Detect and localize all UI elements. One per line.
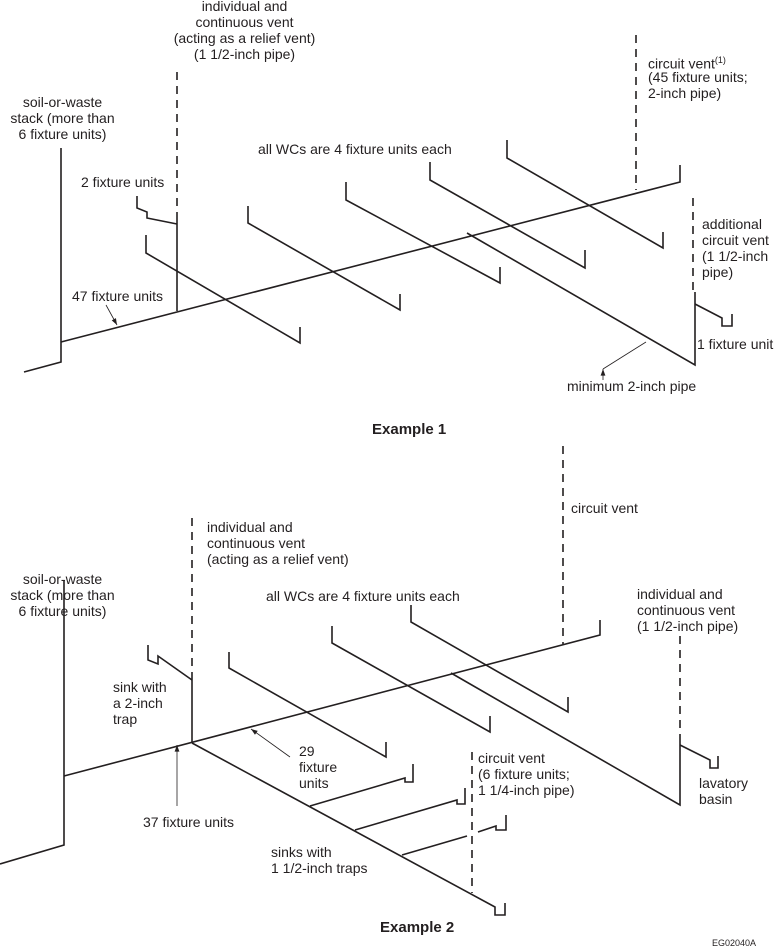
ex1-relief-vent-label: individual and continuous vent (acting a… xyxy=(173,0,316,62)
ex1-circuit-vent-label: circuit vent(1) xyxy=(648,52,726,72)
example-1-piping xyxy=(23,35,733,380)
ex2-stack xyxy=(0,580,65,865)
ex2-relief-vent-label: individual and continuous vent (acting a… xyxy=(207,519,349,567)
ex1-circuit-vent-name: circuit vent xyxy=(648,55,715,72)
ex2-37-fixture-units-label: 37 fixture units xyxy=(143,814,235,830)
ex1-min-pipe-leader-head xyxy=(600,369,606,376)
ex1-wc-4 xyxy=(429,162,586,270)
ex1-stack-label: soil-or-waste stack (more than 6 fixture… xyxy=(10,94,115,142)
ex2-sink-2in-arm xyxy=(147,645,193,681)
ex1-wc-2 xyxy=(247,206,401,312)
ex1-47-fixture-units-label: 47 fixture units xyxy=(72,288,164,304)
ex1-two-fixture-units-label: 2 fixture units xyxy=(81,174,165,190)
ex1-additional-vent-label: additional circuit vent (1 1/2-inch pipe… xyxy=(702,216,769,280)
example-2-piping xyxy=(0,446,719,916)
ex1-circuit-vent-footnote: (1) xyxy=(714,55,726,65)
figure-code: EG02040A xyxy=(712,938,757,948)
ex1-wc-1 xyxy=(145,235,301,345)
ex2-sink-arm-1 xyxy=(309,764,414,807)
ex2-horizontal-branch xyxy=(63,620,601,777)
ex2-sink-2in-label: sink with a 2-inch trap xyxy=(113,679,167,727)
ex2-lav-vent-label: individual and continuous vent (1 1/2-in… xyxy=(637,586,739,634)
ex1-stack xyxy=(23,148,62,373)
ex1-horizontal-branch xyxy=(60,165,681,343)
ex2-sinks-label: sinks with 1 1/2-inch traps xyxy=(271,844,368,876)
ex2-circuit-vent-label: circuit vent xyxy=(571,500,638,516)
ex2-wc-1 xyxy=(228,652,387,759)
ex1-wc-5 xyxy=(506,140,664,250)
ex2-sink-arm-3b xyxy=(477,815,507,833)
ex1-1-fixture-unit-label: 1 fixture unit xyxy=(697,336,774,352)
ex2-lavatory-arm xyxy=(679,744,719,769)
ex2-sink-arm-2 xyxy=(354,788,466,831)
ex2-sink-branch xyxy=(191,742,506,916)
ex1-wcs-label: all WCs are 4 fixture units each xyxy=(258,141,452,157)
ex2-wc-3 xyxy=(410,605,569,714)
ex1-min-pipe-label: minimum 2-inch pipe xyxy=(567,378,697,394)
ex1-relief-branch xyxy=(466,232,696,367)
ex2-sink-arm-3a xyxy=(401,835,468,856)
ex2-stack-label: soil-or-waste stack (more than 6 fixture… xyxy=(10,571,115,619)
ex1-wc-3 xyxy=(345,182,501,285)
ex2-wcs-label: all WCs are 4 fixture units each xyxy=(266,588,460,604)
ex2-lavatory-label: lavatory basin xyxy=(699,775,749,807)
ex2-wc-2 xyxy=(331,626,491,734)
ex2-29-fixture-units-label: 29 fixture units xyxy=(299,743,338,791)
ex2-lavatory-branch xyxy=(450,672,681,807)
ex2-29fu-leader xyxy=(250,728,291,758)
ex2-37fu-leader-head xyxy=(174,745,180,752)
example-2-title: Example 2 xyxy=(380,919,455,936)
example-1-title: Example 1 xyxy=(372,421,447,438)
ex1-lavatory-arm xyxy=(694,303,733,327)
ex2-small-circuit-vent-label: circuit vent (6 fixture units; 1 1/4-inc… xyxy=(478,750,575,798)
ex1-47fu-leader-head xyxy=(111,318,117,325)
ex2-29fu-leader-head xyxy=(251,729,258,735)
ex1-min-pipe-leader-2 xyxy=(602,341,647,370)
ex1-2fu-fixture-arm xyxy=(136,196,178,225)
ex1-circuit-vent-detail: (45 fixture units; 2-inch pipe) xyxy=(648,69,748,101)
